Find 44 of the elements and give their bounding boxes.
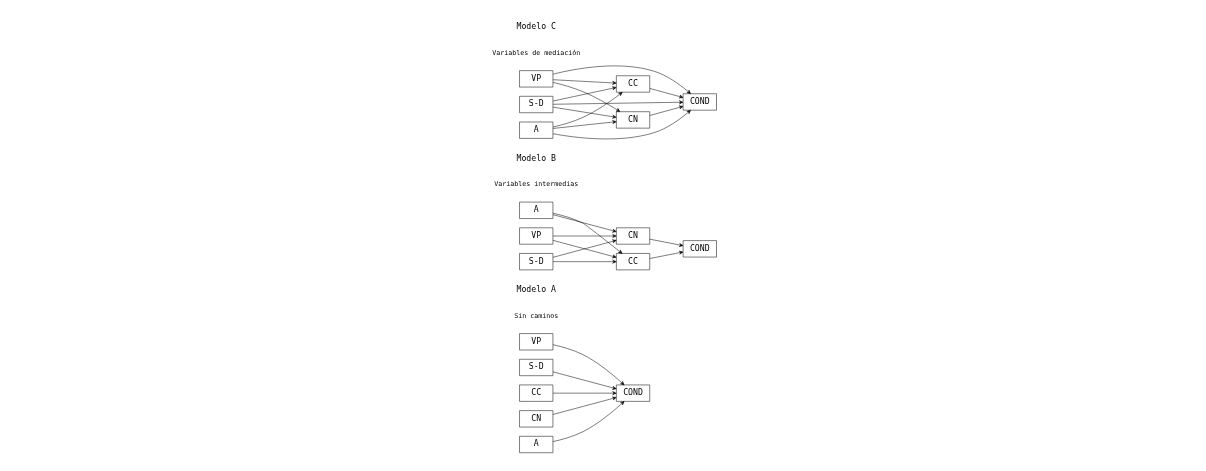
node-box: CC xyxy=(616,252,650,270)
arrow xyxy=(649,238,684,247)
node-box: S-D xyxy=(519,95,554,113)
node-box: COND xyxy=(616,384,650,402)
node-box: VP xyxy=(519,227,554,244)
label: Modelo C xyxy=(516,20,556,31)
arrow xyxy=(649,105,684,116)
node-box: VP xyxy=(519,332,554,350)
arrow xyxy=(552,239,617,258)
arrow xyxy=(552,109,691,139)
node-box: CC xyxy=(616,75,650,92)
arrow xyxy=(649,87,684,98)
node-box: S-D xyxy=(519,252,554,270)
arrow xyxy=(552,81,621,112)
arrow xyxy=(552,85,617,101)
arrow xyxy=(552,371,617,390)
node-box: CN xyxy=(616,227,650,244)
node-box: A xyxy=(519,435,554,453)
arrow xyxy=(552,400,625,442)
node-box: CN xyxy=(616,110,650,128)
arrow xyxy=(552,259,617,264)
node-box: S-D xyxy=(519,358,554,376)
arrow xyxy=(649,250,684,259)
node-box: CC xyxy=(519,384,554,402)
arrow xyxy=(552,213,617,232)
node-box: CN xyxy=(519,409,554,427)
node-box: A xyxy=(519,201,554,219)
node-box: VP xyxy=(519,69,554,87)
label: Modelo B xyxy=(516,152,556,163)
arrow xyxy=(552,212,623,254)
arrow xyxy=(552,106,617,119)
arrow xyxy=(552,65,691,94)
arrow xyxy=(552,343,625,385)
label: Modelo A xyxy=(516,283,556,294)
arrow xyxy=(552,119,617,129)
node-box: COND xyxy=(682,93,717,110)
node-box: A xyxy=(519,121,554,139)
arrow xyxy=(552,99,684,105)
arrow xyxy=(552,390,617,395)
node-box: COND xyxy=(682,239,717,257)
arrow xyxy=(552,233,617,238)
arrow xyxy=(552,78,617,85)
arrow xyxy=(552,91,623,127)
arrow xyxy=(552,396,617,415)
